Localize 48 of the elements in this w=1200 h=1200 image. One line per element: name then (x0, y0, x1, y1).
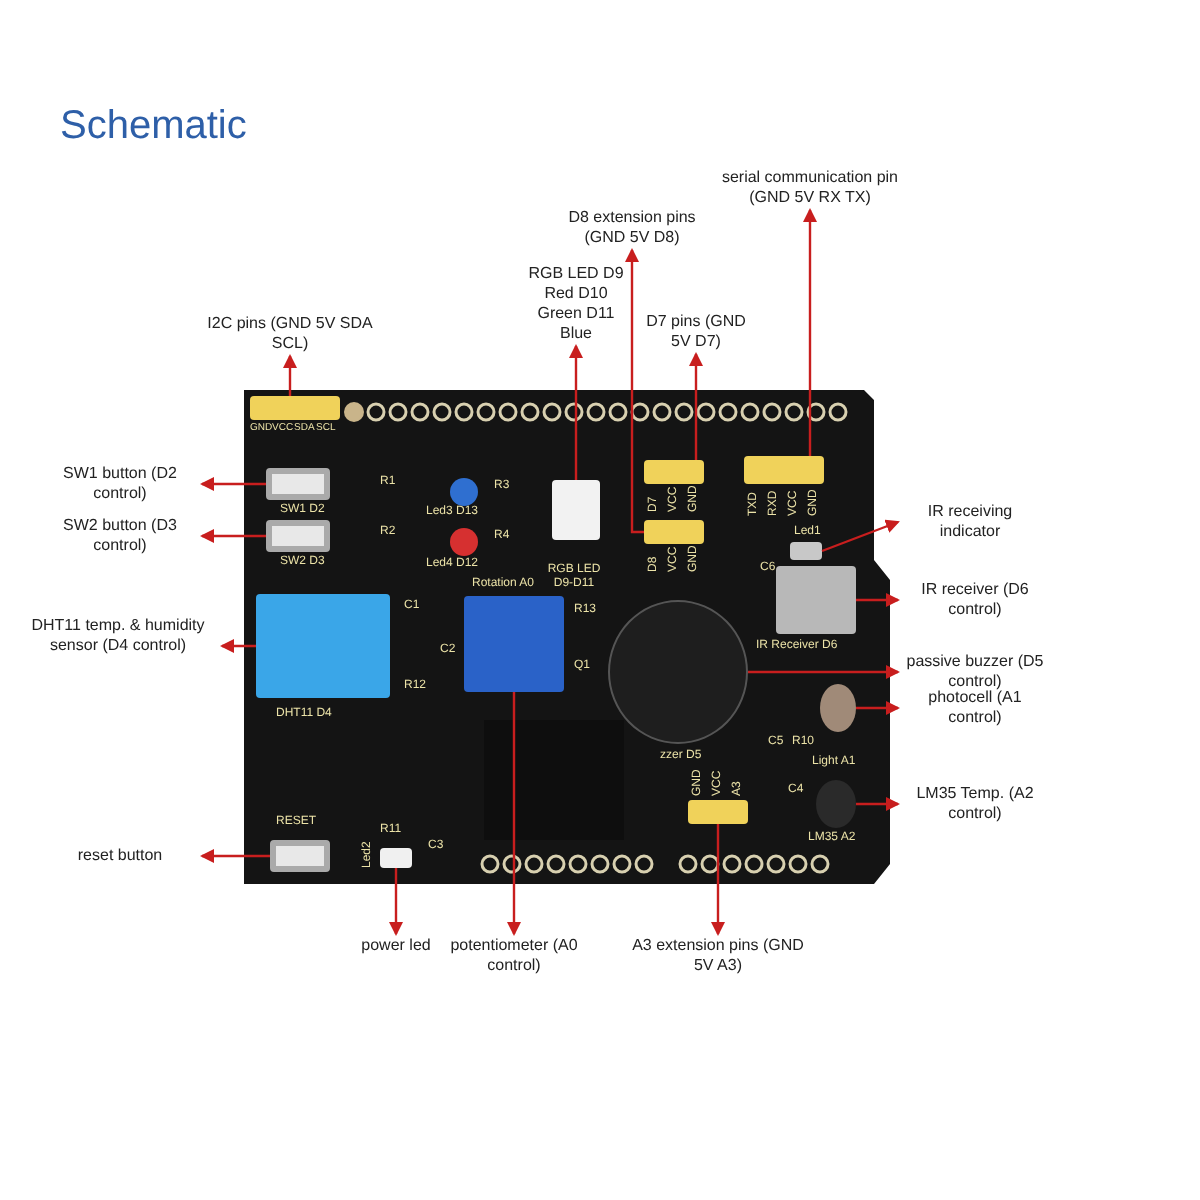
callout-label: serial communication pin (GND 5V RX TX) (700, 168, 920, 208)
rgb-led (552, 480, 600, 540)
callout-label: SW2 button (D3 control) (40, 516, 200, 556)
title: Schematic (60, 104, 247, 150)
ir-receiver (776, 566, 856, 634)
arrow (569, 344, 583, 480)
callout-label: photocell (A1 control) (900, 688, 1050, 728)
callout-label: IR receiving indicator (900, 502, 1040, 542)
sensor-module (256, 594, 390, 698)
arrow (803, 208, 817, 456)
callout-label: LM35 Temp. (A2 control) (900, 784, 1050, 824)
callout-label: reset button (40, 846, 200, 866)
arrow (689, 352, 703, 460)
push-button (266, 468, 330, 500)
callout-label: A3 extension pins (GND 5V A3) (628, 936, 808, 976)
arrow (821, 519, 900, 553)
arrow (200, 529, 266, 543)
callout-label: IR receiver (D6 control) (900, 580, 1050, 620)
arrow (283, 354, 297, 396)
callout-label: potentiometer (A0 control) (434, 936, 594, 976)
callout-label: SW1 button (D2 control) (40, 464, 200, 504)
smd-led (380, 848, 412, 868)
arrow (711, 824, 725, 936)
pin-header (688, 800, 748, 824)
pin-header (644, 460, 704, 484)
indicator-led (790, 542, 822, 560)
arrow (856, 593, 900, 607)
arrow (856, 701, 900, 715)
arrow (507, 692, 521, 936)
callout-label: I2C pins (GND 5V SDA SCL) (190, 314, 390, 354)
arrow (200, 849, 270, 863)
arrow (856, 797, 900, 811)
pin-header (644, 520, 704, 544)
arrow (200, 477, 266, 491)
arrow (625, 248, 644, 534)
arrow (748, 665, 900, 679)
push-button (266, 520, 330, 552)
pin-header (744, 456, 824, 484)
callout-label: RGB LED D9 Red D10 Green D11 Blue (528, 264, 624, 344)
callout-label: D7 pins (GND 5V D7) (640, 312, 752, 352)
pin-header (250, 396, 340, 420)
push-button (270, 840, 330, 872)
potentiometer (464, 596, 564, 692)
callout-label: passive buzzer (D5 control) (900, 652, 1050, 692)
arrow (220, 639, 256, 653)
callout-label: D8 extension pins (GND 5V D8) (552, 208, 712, 248)
callout-label: DHT11 temp. & humidity sensor (D4 control) (16, 616, 220, 676)
arrow (389, 868, 403, 936)
